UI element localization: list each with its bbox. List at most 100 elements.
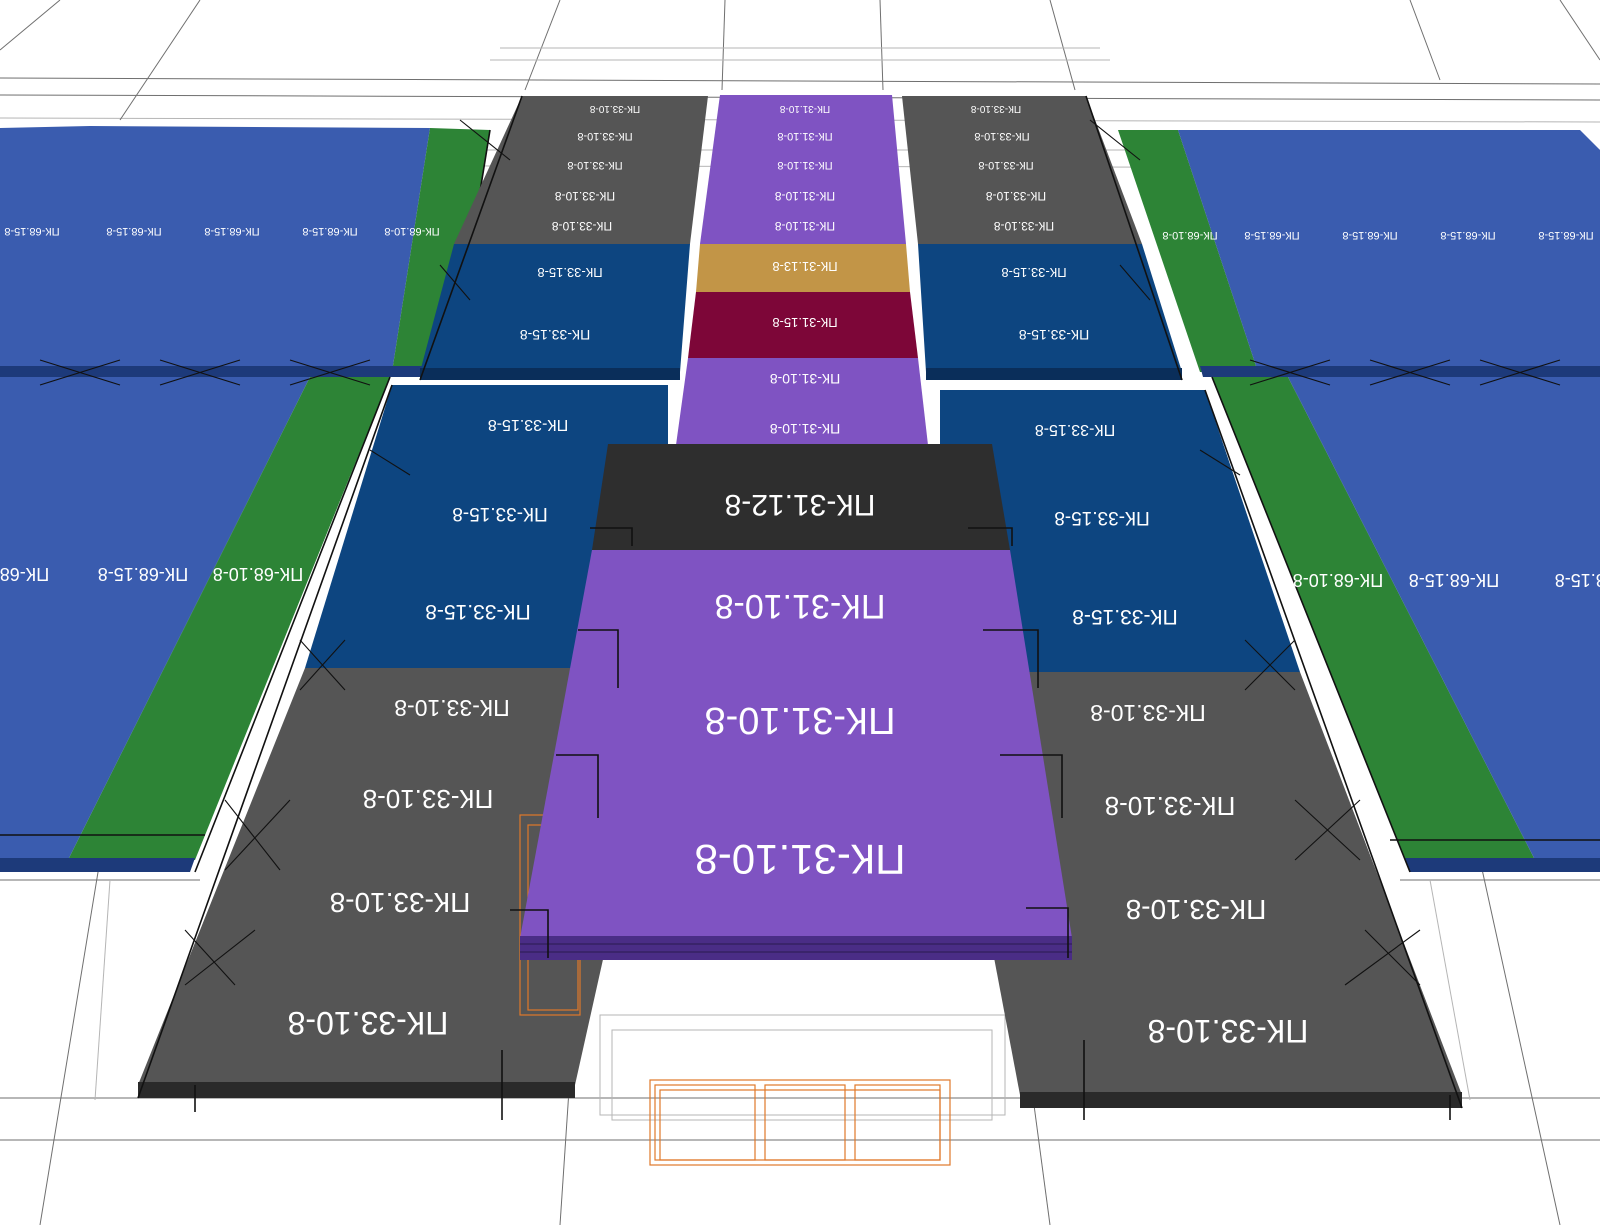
center-maroon-label: ПК-31.15-8 [772, 315, 837, 330]
right-back-navy-slab [918, 244, 1182, 372]
left-outer-back-label-1: ПК-68.15-8 [4, 225, 59, 237]
right-outer-back-label-1: ПК-68.10-8 [1162, 229, 1217, 241]
right-inner-slab-group [902, 95, 1463, 1109]
left-outer-front-edge [0, 858, 195, 872]
right-front-gray-label-4: ПК-33.10-8 [1148, 1013, 1309, 1049]
left-front-navy-label-2: ПК-33.15-8 [452, 503, 548, 524]
left-front-gray-label-4: ПК-33.10-8 [288, 1005, 449, 1041]
right-back-navy-label-2: ПК-33.15-8 [1019, 327, 1090, 343]
right-back-gray-label-2: ПК-33.10-8 [974, 130, 1029, 142]
center-column-slab-group [676, 95, 928, 445]
center-column-labels: ПК-31.10-8 ПК-31.10-8 ПК-31.10-8 ПК-31.1… [770, 103, 841, 437]
left-inner-labels: ПК-33.10-8 ПК-33.10-8 ПК-33.10-8 ПК-33.1… [288, 103, 641, 1041]
front-purple-slab [520, 550, 1072, 938]
left-outer-back-label-4: ПК-68.15-8 [302, 225, 357, 237]
left-outer-front-label-3: ПК-68.10-8 [213, 564, 303, 584]
front-stack-labels: ПК-31.12-8 ПК-31.10-8 ПК-31.10-8 ПК-31.1… [694, 488, 905, 883]
right-front-navy-label-1: ПК-33.15-8 [1035, 421, 1116, 438]
right-outer-back-label-2: ПК-68.15-8 [1244, 229, 1299, 241]
right-outer-back-label-3: ПК-68.15-8 [1342, 229, 1397, 241]
left-front-gray-label-1: ПК-33.10-8 [394, 695, 510, 721]
left-outer-slab-group [0, 126, 491, 873]
right-outer-back-blue-slab [1178, 130, 1600, 372]
right-inner-labels: ПК-33.10-8 ПК-33.10-8 ПК-33.10-8 ПК-33.1… [970, 103, 1308, 1049]
center-maroon-slab [688, 292, 918, 358]
left-outer-labels: ПК-68.15-8 ПК-68.15-8 ПК-68.15-8 ПК-68.1… [0, 225, 440, 584]
right-outer-back-label-5: ПК-68.15-8 [1538, 229, 1593, 241]
right-front-navy-slab [940, 390, 1300, 672]
front-purple-label-1: ПК-31.10-8 [715, 587, 886, 625]
right-back-gray-label-5: ПК-33.10-8 [994, 219, 1055, 233]
left-outer-back-blue-slab [0, 126, 430, 372]
center-top-label-4: ПК-31.10-8 [775, 189, 836, 203]
center-ochre-slab [696, 244, 910, 292]
center-lower-label-2: ПК-31.10-8 [770, 421, 841, 437]
right-outer-front-edge [1405, 858, 1600, 872]
left-back-navy-slab [420, 244, 690, 372]
left-front-navy-label-3: ПК-33.15-8 [425, 600, 531, 623]
left-outer-front-label-2: ПК-68.15-8 [98, 564, 188, 584]
left-outer-back-label-5: ПК-68.10-8 [384, 225, 439, 237]
right-front-gray-label-2: ПК-33.10-8 [1105, 791, 1236, 821]
left-front-gray-label-2: ПК-33.10-8 [363, 784, 494, 814]
right-back-gray-slab [902, 96, 1142, 244]
right-outer-slab-group [1118, 130, 1600, 873]
front-stack-slab-group [520, 444, 1072, 960]
front-dark-label: ПК-31.12-8 [725, 488, 876, 521]
left-outer-back-label-2: ПК-68.15-8 [106, 225, 161, 237]
right-outer-front-label-2: ПК-68.15-8 [1409, 570, 1499, 590]
right-outer-back-green-strip [1118, 130, 1258, 372]
right-back-navy-label-1: ПК-33.15-8 [1001, 265, 1066, 280]
center-top-label-2: ПК-31.10-8 [777, 130, 832, 142]
center-top-purple-slab [700, 95, 906, 244]
left-front-edge [138, 1082, 575, 1098]
right-back-gray-label-4: ПК-33.10-8 [986, 189, 1047, 203]
left-back-edge [420, 368, 680, 380]
right-outer-labels: ПК-68.10-8 ПК-68.15-8 ПК-68.15-8 ПК-68.1… [1162, 229, 1600, 590]
center-ochre-label: ПК-31.13-8 [772, 259, 837, 274]
right-front-edge [1020, 1092, 1462, 1108]
left-front-navy-label-1: ПК-33.15-8 [488, 416, 569, 433]
left-front-navy-slab [305, 385, 668, 668]
left-outer-back-label-3: ПК-68.15-8 [204, 225, 259, 237]
brace-marks [39, 119, 1561, 986]
right-front-navy-label-3: ПК-33.15-8 [1072, 605, 1178, 628]
left-outer-back-green-strip [392, 128, 490, 372]
left-outer-front-green-strip [68, 377, 390, 860]
left-back-gray-label-4: ПК-33.10-8 [555, 189, 616, 203]
left-outer-front-blue-slab [0, 377, 310, 860]
right-back-edge [926, 368, 1182, 380]
right-front-navy-label-2: ПК-33.15-8 [1054, 507, 1150, 528]
bracket-marks [194, 527, 1451, 1120]
right-outer-front-label-3: ПК-68.15-8 [1555, 570, 1600, 590]
center-top-label-5: ПК-31.10-8 [775, 219, 836, 233]
left-outer-front-label-1: ПК-68. [0, 564, 49, 584]
center-top-label-3: ПК-31.10-8 [777, 159, 832, 171]
left-back-gray-label-3: ПК-33.10-8 [567, 159, 622, 171]
center-lower-label-1: ПК-31.10-8 [770, 371, 841, 387]
right-front-gray-label-1: ПК-33.10-8 [1090, 700, 1206, 726]
right-back-gray-label-3: ПК-33.10-8 [978, 159, 1033, 171]
left-inner-slab-group [137, 95, 708, 1099]
right-front-gray-label-3: ПК-33.10-8 [1126, 894, 1267, 925]
front-purple-label-2: ПК-31.10-8 [705, 699, 896, 741]
left-outer-back-edge [0, 366, 450, 377]
right-outer-front-label-1: ПК-68.10-8 [1293, 570, 1383, 590]
center-lower-purple-slab [676, 358, 928, 445]
center-top-label-1: ПК-31.10-8 [779, 103, 830, 114]
right-outer-front-green-strip [1212, 377, 1535, 860]
right-outer-front-blue-slab [1288, 377, 1600, 860]
front-stack-edge [520, 936, 1072, 960]
right-outer-back-label-4: ПК-68.15-8 [1440, 229, 1495, 241]
left-back-navy-label-1: ПК-33.15-8 [537, 265, 602, 280]
left-back-gray-label-2: ПК-33.10-8 [577, 130, 632, 142]
left-back-gray-label-5: ПК-33.10-8 [552, 219, 613, 233]
right-front-gray-slab [940, 672, 1462, 1095]
left-front-gray-label-3: ПК-33.10-8 [330, 887, 471, 918]
front-purple-label-3: ПК-31.10-8 [694, 836, 905, 883]
front-dark-slab [592, 444, 1010, 550]
left-back-gray-label-1: ПК-33.10-8 [589, 103, 640, 114]
left-front-gray-slab [138, 668, 668, 1085]
left-back-navy-label-2: ПК-33.15-8 [520, 327, 591, 343]
